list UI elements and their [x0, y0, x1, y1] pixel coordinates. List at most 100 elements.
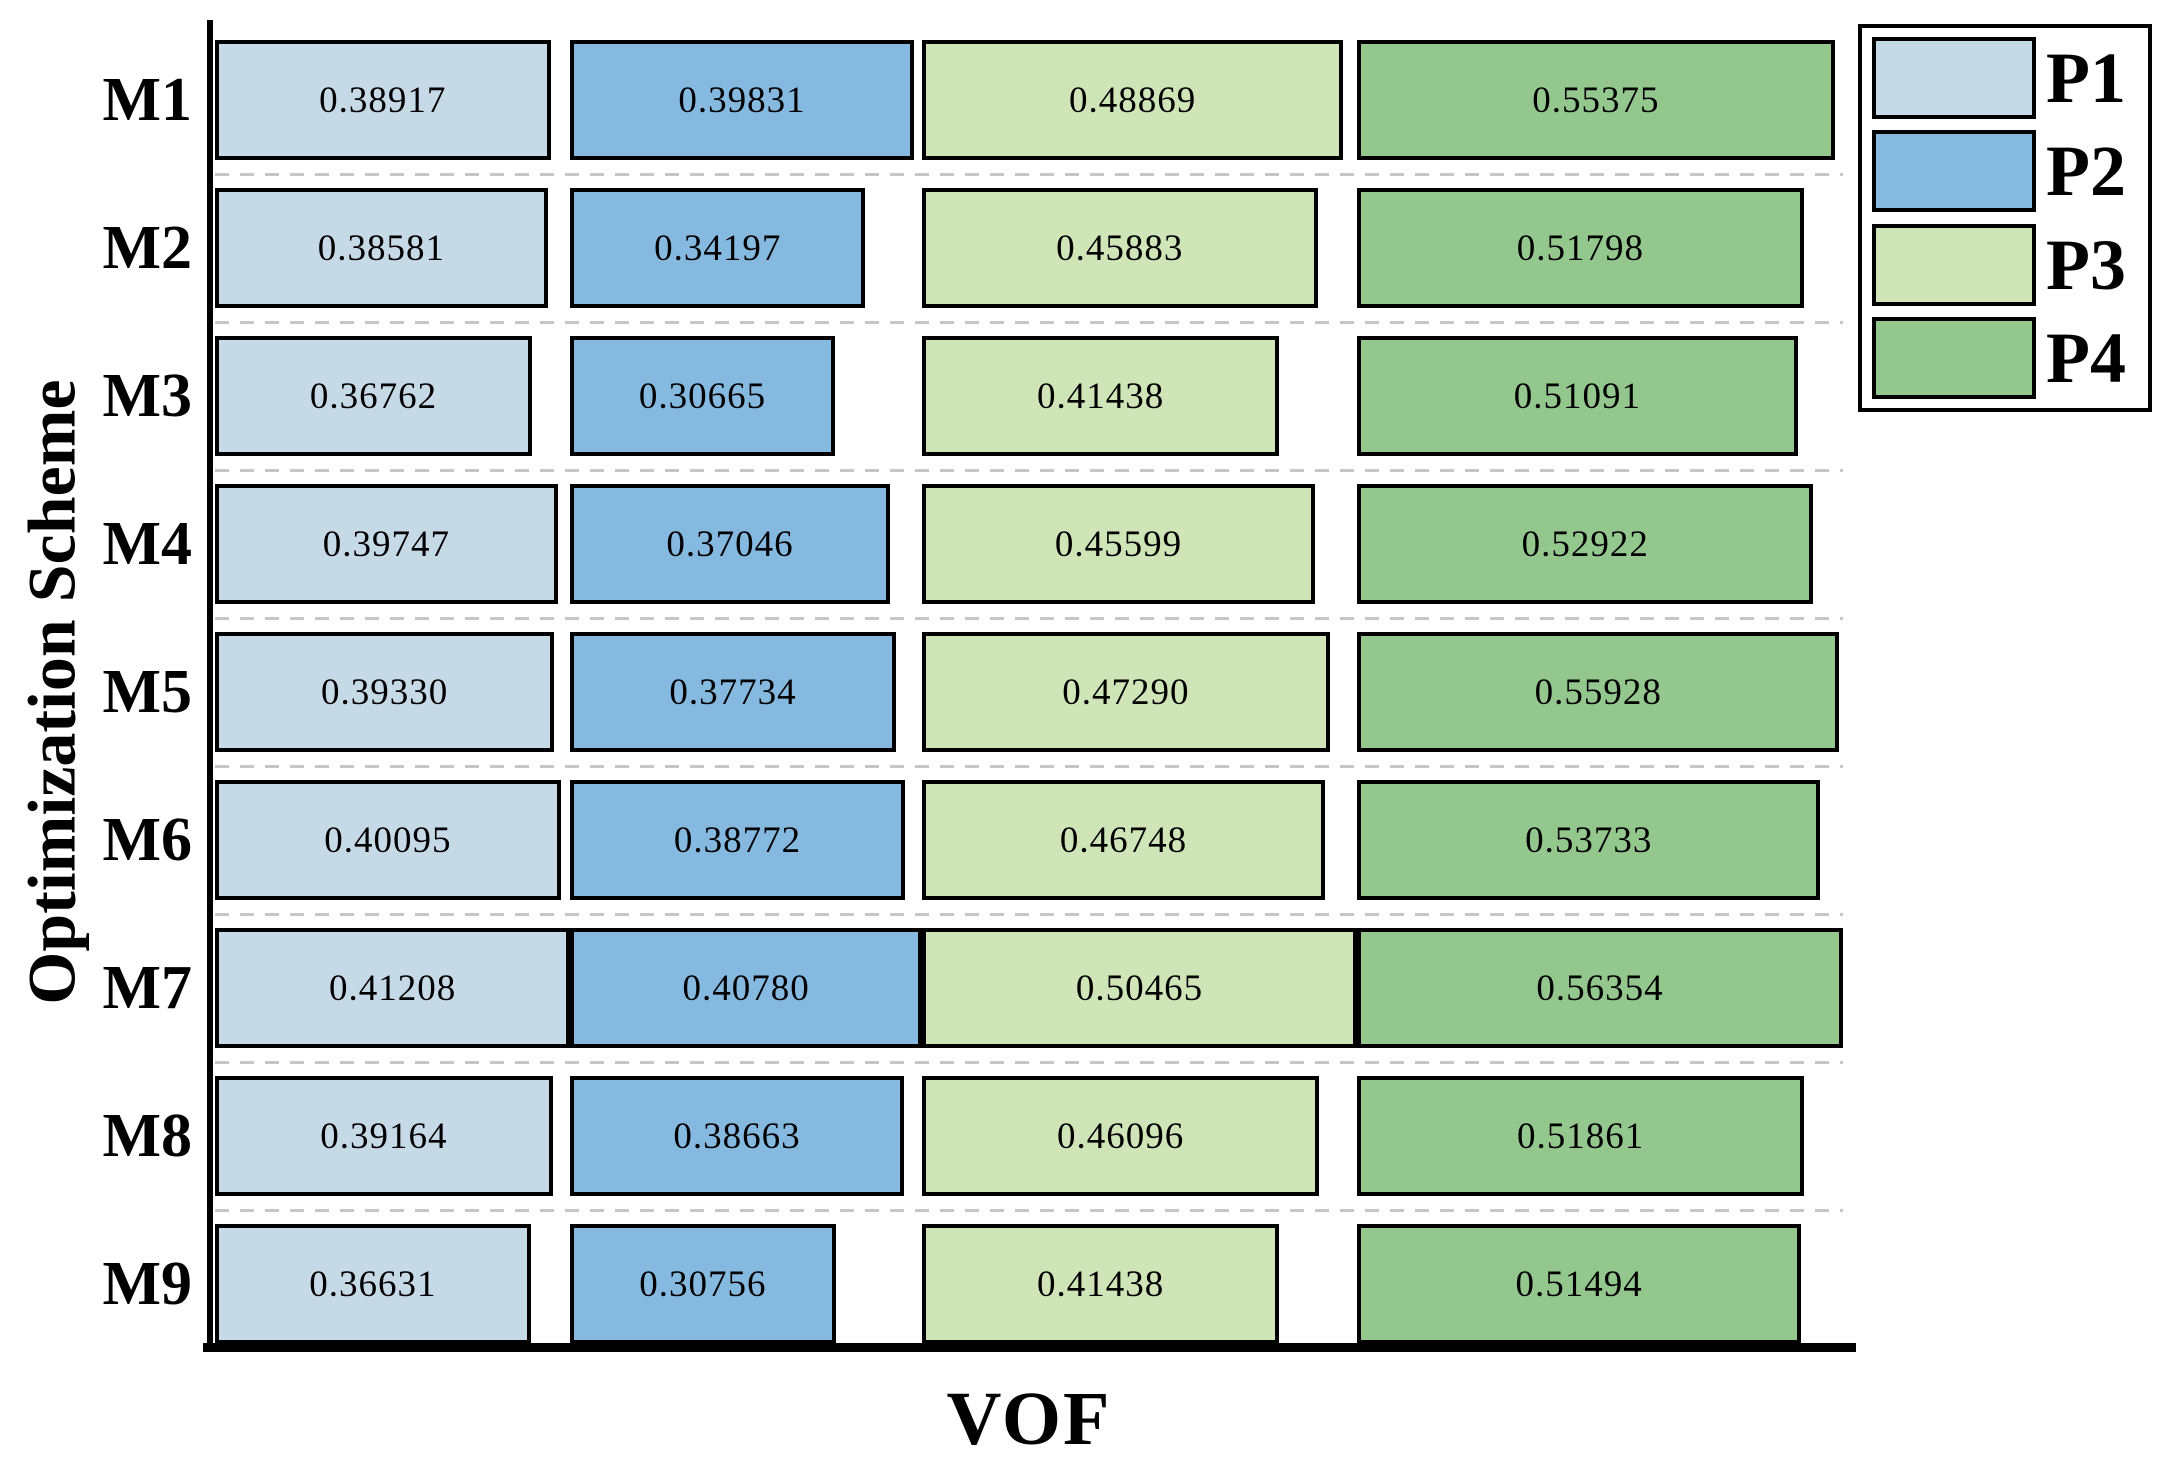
bar-value-label: 0.52922: [1521, 523, 1649, 565]
bar-m2-p1: 0.38581: [215, 188, 548, 308]
bar-m3-p3: 0.41438: [921, 336, 1280, 456]
bar-value-label: 0.39747: [322, 523, 450, 565]
bar-value-label: 0.39330: [320, 671, 449, 713]
bar-value-label: 0.51861: [1517, 1115, 1645, 1157]
bar-row-m5: 0.39330 0.37734 0.47290 0.55928: [215, 632, 1843, 752]
bar-value-label: 0.48869: [1069, 79, 1197, 121]
legend-swatch-p4: [1872, 316, 2036, 399]
bar-value-label: 0.40095: [324, 819, 452, 861]
bar-m6-p3: 0.46748: [921, 780, 1326, 900]
plot-area: 0.38917 0.39831 0.48869 0.55375 0.38581 0.341…: [215, 40, 1843, 1344]
bar-m7-p2: 0.40780: [570, 928, 922, 1048]
bar-value-label: 0.45883: [1056, 227, 1184, 269]
bar-value-label: 0.39831: [678, 79, 806, 121]
bar-value-label: 0.41208: [329, 967, 457, 1009]
bar-value-label: 0.30665: [638, 375, 767, 417]
bar-m9-p3: 0.41438: [921, 1224, 1280, 1344]
bar-m4-p2: 0.37046: [570, 484, 890, 604]
bar-value-label: 0.46096: [1057, 1115, 1185, 1157]
bar-row-m7: 0.41208 0.40780 0.50465 0.56354: [215, 928, 1843, 1048]
bar-row-m4: 0.39747 0.37046 0.45599 0.52922: [215, 484, 1843, 604]
bar-m1-p4: 0.55375: [1357, 40, 1835, 160]
bar-value-label: 0.38663: [673, 1115, 801, 1157]
bar-value-label: 0.55375: [1532, 79, 1660, 121]
bar-m7-p4: 0.56354: [1357, 928, 1843, 1048]
bar-value-label: 0.53733: [1525, 819, 1653, 861]
bar-m5-p1: 0.39330: [215, 632, 555, 752]
y-tick-label-m8: M8: [102, 1101, 192, 1170]
legend-item-p3: P3: [1872, 223, 2138, 306]
legend-item-p2: P2: [1872, 130, 2138, 213]
y-tick-label-m1: M1: [102, 65, 192, 134]
row-separator: [215, 913, 1843, 916]
bar-value-label: 0.41438: [1036, 1263, 1165, 1305]
bar-m9-p4: 0.51494: [1357, 1224, 1802, 1344]
bar-value-label: 0.37734: [669, 671, 797, 713]
legend-label-p3: P3: [2046, 224, 2126, 305]
bar-value-label: 0.39164: [320, 1115, 448, 1157]
y-tick-label-m4: M4: [102, 509, 192, 578]
bar-m5-p4: 0.55928: [1357, 632, 1840, 752]
bar-m6-p2: 0.38772: [570, 780, 905, 900]
bar-row-m3: 0.36762 0.30665 0.41438 0.51091: [215, 336, 1843, 456]
bar-value-label: 0.51494: [1515, 1263, 1643, 1305]
bar-m2-p2: 0.34197: [570, 188, 866, 308]
bar-value-label: 0.38581: [317, 227, 445, 269]
row-separator: [215, 1061, 1843, 1064]
row-separator: [215, 469, 1843, 472]
bar-m3-p2: 0.30665: [570, 336, 835, 456]
bar-value-label: 0.51091: [1513, 375, 1641, 417]
bar-m1-p1: 0.38917: [215, 40, 551, 160]
bar-m3-p4: 0.51091: [1357, 336, 1798, 456]
bar-value-label: 0.45599: [1054, 523, 1183, 565]
bar-m8-p3: 0.46096: [921, 1076, 1320, 1196]
row-separator: [215, 173, 1843, 176]
bar-value-label: 0.36631: [309, 1263, 437, 1305]
bar-m8-p4: 0.51861: [1357, 1076, 1805, 1196]
bar-value-label: 0.40780: [682, 967, 810, 1009]
bar-value-label: 0.41438: [1036, 375, 1165, 417]
bar-value-label: 0.37046: [666, 523, 794, 565]
y-tick-label-m6: M6: [102, 805, 192, 874]
bar-m5-p2: 0.37734: [570, 632, 896, 752]
bar-value-label: 0.36762: [309, 375, 438, 417]
bar-value-label: 0.55928: [1534, 671, 1662, 713]
bar-m2-p4: 0.51798: [1357, 188, 1804, 308]
bar-m4-p3: 0.45599: [921, 484, 1316, 604]
legend-label-p4: P4: [2046, 317, 2126, 398]
bar-m9-p1: 0.36631: [215, 1224, 531, 1344]
bar-value-label: 0.38917: [319, 79, 447, 121]
bar-m1-p2: 0.39831: [570, 40, 914, 160]
bar-value-label: 0.46748: [1059, 819, 1188, 861]
row-separator: [215, 321, 1843, 324]
bar-m8-p2: 0.38663: [570, 1076, 904, 1196]
bar-row-m1: 0.38917 0.39831 0.48869 0.55375: [215, 40, 1843, 160]
bar-m4-p4: 0.52922: [1357, 484, 1814, 604]
bar-row-m8: 0.39164 0.38663 0.46096 0.51861: [215, 1076, 1843, 1196]
bar-value-label: 0.30756: [639, 1263, 767, 1305]
row-separator: [215, 617, 1843, 620]
legend-swatch-p3: [1872, 223, 2036, 306]
bar-value-label: 0.34197: [654, 227, 782, 269]
bar-row-m9: 0.36631 0.30756 0.41438 0.51494: [215, 1224, 1843, 1344]
bar-value-label: 0.38772: [673, 819, 802, 861]
bar-m4-p1: 0.39747: [215, 484, 558, 604]
bar-value-label: 0.47290: [1062, 671, 1190, 713]
bar-m6-p1: 0.40095: [215, 780, 561, 900]
legend: P1 P2 P3 P4: [1858, 24, 2152, 412]
y-tick-label-m5: M5: [102, 657, 192, 726]
x-axis-line: [203, 1343, 1856, 1352]
bar-m7-p3: 0.50465: [921, 928, 1358, 1048]
y-tick-label-m9: M9: [102, 1249, 192, 1318]
bar-m6-p4: 0.53733: [1357, 780, 1821, 900]
bar-m8-p1: 0.39164: [215, 1076, 553, 1196]
legend-swatch-p2: [1872, 130, 2036, 213]
legend-label-p2: P2: [2046, 131, 2126, 212]
y-tick-label-m2: M2: [102, 213, 192, 282]
bar-m9-p2: 0.30756: [570, 1224, 836, 1344]
bar-m5-p3: 0.47290: [921, 632, 1330, 752]
legend-item-p4: P4: [1872, 316, 2138, 399]
legend-item-p1: P1: [1872, 37, 2138, 119]
bar-value-label: 0.56354: [1536, 967, 1664, 1009]
y-tick-label-m7: M7: [102, 953, 192, 1022]
